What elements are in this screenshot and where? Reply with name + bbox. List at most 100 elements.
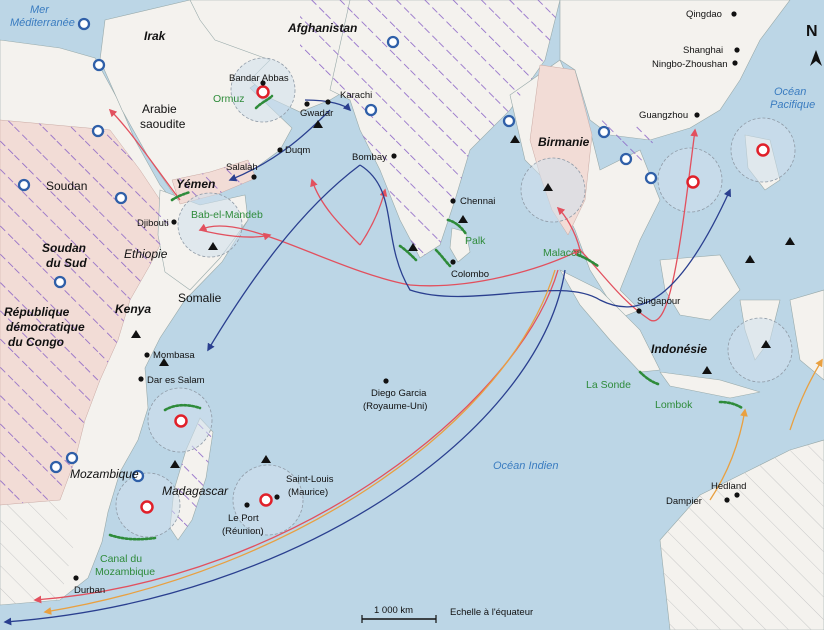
strait-label-canal-1: Canal du [100, 553, 142, 565]
blue-circle-icon [53, 275, 67, 289]
black-dot-icon [731, 11, 737, 17]
black-dot-icon [724, 497, 730, 503]
black-triangle-icon [543, 183, 553, 191]
base-circles-blue [17, 17, 658, 483]
port-label-guangzhou: Guangzhou [639, 110, 688, 121]
country-label-rdc-1: République [4, 305, 70, 319]
sea-label-indien: Océan Indien [493, 460, 558, 472]
black-triangle-icon [261, 455, 271, 463]
route-orange-australia [789, 358, 823, 431]
black-triangle-icon [313, 120, 323, 128]
route-red-gulf [198, 223, 411, 286]
land-java [659, 371, 761, 399]
sea-label-mediterranee-2: Méditerranée [10, 17, 75, 29]
red-circle-icon [256, 85, 270, 99]
port-label-diego-1: Diego Garcia [371, 388, 427, 399]
country-label-indonesie: Indonésie [651, 342, 707, 356]
scale-note: Echelle à l'équateur [450, 607, 533, 618]
blue-circle-icon [114, 191, 128, 205]
strait-label-palk: Palk [465, 235, 486, 247]
strait-label-lombok: Lombok [655, 399, 693, 411]
country-label-arabie-1: Arabie [142, 102, 177, 116]
country-label-rdc-3: du Congo [8, 335, 64, 349]
strait-sonde-mark [638, 370, 660, 386]
country-label-soudan-sud-1: Soudan [42, 241, 86, 255]
blue-circle-icon [619, 152, 633, 166]
black-triangle-icon [170, 460, 180, 468]
black-dot-icon [450, 198, 456, 204]
port-label-dar: Dar es Salam [147, 375, 205, 386]
port-label-mombasa: Mombasa [153, 350, 195, 361]
blue-circle-icon [597, 125, 611, 139]
port-label-bandar: Bandar Abbas [229, 73, 289, 84]
blue-circle-icon [17, 178, 31, 192]
port-label-saint-louis-1: Saint-Louis [286, 474, 334, 485]
black-triangle-icon [745, 255, 755, 263]
country-label-arabie-2: saoudite [140, 117, 186, 131]
route-red-malacca [409, 249, 582, 287]
strait-comores-mark [163, 403, 202, 412]
black-dot-icon [251, 174, 257, 180]
port-label-le-port-2: (Réunion) [222, 526, 264, 537]
zone-hatch-india [300, 0, 560, 258]
zone-hatch-yemen [172, 160, 256, 204]
black-dot-icon [694, 112, 700, 118]
black-triangle-icon [208, 242, 218, 250]
strait-ormuz-mark [254, 94, 274, 110]
zone-hatch-africa [0, 120, 170, 505]
black-triangle-icon [458, 215, 468, 223]
strait-mozambique-mark [108, 533, 157, 541]
port-label-le-port-1: Le Port [228, 513, 259, 524]
zone-hatch-madagascar [170, 418, 213, 540]
blue-circle-icon [65, 451, 79, 465]
country-label-madagascar: Madagascar [162, 484, 229, 498]
port-label-karachi: Karachi [340, 90, 372, 101]
country-label-irak: Irak [144, 29, 167, 43]
strait-lombok-mark [718, 400, 744, 410]
port-label-singapour: Singapour [637, 296, 680, 307]
port-label-dampier: Dampier [666, 496, 702, 507]
port-label-shanghai: Shanghai [683, 45, 723, 56]
red-circle-icon [140, 500, 154, 514]
port-label-durban: Durban [74, 585, 105, 596]
black-dot-icon [244, 502, 250, 508]
black-dot-icon [260, 80, 266, 86]
red-circle-icon [686, 175, 700, 189]
country-label-somalie: Somalie [178, 291, 222, 305]
port-label-bombay: Bombay [352, 152, 387, 163]
port-label-saint-louis-2: (Maurice) [288, 487, 328, 498]
conflict-triangles [131, 120, 795, 468]
route-red-singapore [579, 128, 699, 322]
black-triangle-icon [510, 135, 520, 143]
north-label: N [806, 23, 818, 40]
port-label-colombo: Colombo [451, 269, 489, 280]
route-navy-kenya [207, 164, 361, 352]
black-triangle-icon [159, 358, 169, 366]
route-red-arabia [310, 178, 361, 246]
route-orange-hedland [709, 408, 748, 501]
route-red-birmanie [556, 206, 581, 251]
strait-label-canal-2: Mozambique [95, 566, 155, 578]
black-dot-icon [73, 575, 79, 581]
blue-circle-icon [91, 124, 105, 138]
black-dot-icon [138, 376, 144, 382]
port-label-chennai: Chennai [460, 196, 495, 207]
country-label-afghanistan: Afghanistan [287, 21, 357, 35]
country-label-mozambique: Mozambique [70, 467, 139, 481]
black-dot-icon [171, 219, 177, 225]
land-new-guinea [789, 289, 824, 381]
country-label-kenya: Kenya [115, 302, 151, 316]
black-dot-icon [274, 494, 280, 500]
blue-circle-icon [386, 35, 400, 49]
port-label-diego-2: (Royaume-Uni) [363, 401, 427, 412]
black-triangle-icon [408, 243, 418, 251]
strait-label-sonde: La Sonde [586, 379, 631, 391]
black-triangle-icon [702, 366, 712, 374]
route-navy-main [359, 164, 731, 308]
blue-circle-icon [49, 460, 63, 474]
route-red-durban [33, 269, 559, 604]
scale-distance: 1 000 km [374, 605, 413, 616]
strait-markers [108, 94, 744, 541]
port-label-salalah: Salalah [226, 162, 258, 173]
